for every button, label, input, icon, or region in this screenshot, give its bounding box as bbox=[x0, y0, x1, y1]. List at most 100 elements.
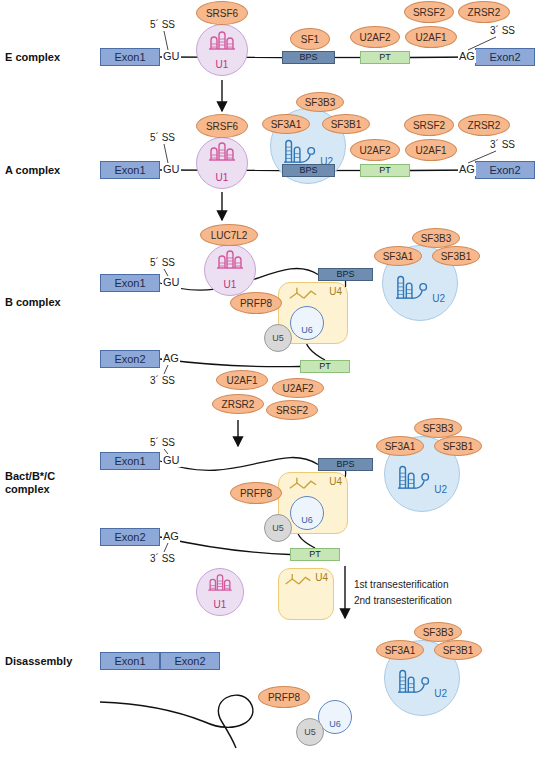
stage-label: A complex bbox=[5, 164, 60, 177]
node-text: Exon1 bbox=[114, 278, 145, 289]
node-text: Exon1 bbox=[114, 456, 145, 467]
polypyrimidine-tract-box: PT bbox=[360, 164, 410, 177]
node-text: Exon2 bbox=[114, 532, 145, 543]
node-text: U2AF2 bbox=[282, 383, 313, 394]
snrnp-circle: U6 bbox=[290, 306, 324, 340]
node-text: U2AF1 bbox=[226, 375, 257, 386]
node-text: SRSF6 bbox=[206, 8, 238, 19]
snrnp-circle: U6 bbox=[290, 496, 324, 530]
protein-oval: SRSF2 bbox=[404, 114, 454, 136]
branch-point-box: BPS bbox=[318, 268, 373, 281]
dinucleotide-label: GU bbox=[162, 163, 181, 176]
polypyrimidine-tract-box: PT bbox=[360, 51, 410, 64]
node-text: ZRSR2 bbox=[468, 7, 501, 18]
protein-oval: SRSF2 bbox=[404, 1, 454, 23]
protein-oval: U2AF2 bbox=[350, 26, 400, 48]
dinucleotide-label: GU bbox=[162, 454, 181, 467]
protein-oval: SF3B3 bbox=[296, 92, 344, 112]
protein-oval: SRSF6 bbox=[196, 1, 248, 25]
node-text: SRSF6 bbox=[206, 121, 238, 132]
exon-box: Exon2 bbox=[160, 652, 220, 670]
step-arrow bbox=[221, 192, 222, 220]
dinucleotide-label: AG bbox=[458, 163, 476, 176]
node-text: Exon1 bbox=[114, 165, 145, 176]
snrnp-circle: U5 bbox=[264, 324, 292, 352]
branch-point-box: BPS bbox=[282, 51, 335, 64]
node-text: SF1 bbox=[301, 34, 319, 45]
protein-oval: U2AF1 bbox=[405, 26, 457, 48]
snrnp-circle: U5 bbox=[264, 514, 292, 542]
node-text: BPS bbox=[299, 52, 317, 63]
protein-oval: SF3A1 bbox=[376, 640, 424, 660]
stage-label: E complex bbox=[5, 51, 60, 64]
node-text: BPS bbox=[336, 269, 354, 280]
protein-oval: PRFP8 bbox=[230, 292, 282, 314]
protein-oval: SRSF2 bbox=[266, 400, 318, 420]
node-text: PT bbox=[379, 165, 391, 176]
node-text: SF3B1 bbox=[443, 645, 474, 656]
splice-site-label: 3´ SS bbox=[150, 374, 175, 387]
node-text: SF3A1 bbox=[385, 645, 416, 656]
snrnp-circle: U1 bbox=[196, 568, 244, 616]
splice-site-label: 3´ SS bbox=[150, 552, 175, 565]
node-text: SF3B3 bbox=[421, 233, 452, 244]
step-label: 1st transesterification bbox=[354, 578, 449, 591]
protein-oval: PRFP8 bbox=[230, 482, 282, 504]
exon-box: Exon1 bbox=[100, 452, 160, 470]
exon-box: Exon1 bbox=[100, 161, 160, 179]
protein-oval: SF3A1 bbox=[374, 246, 422, 266]
step-arrow bbox=[237, 420, 238, 446]
splice-site-label: 3´ SS bbox=[490, 24, 515, 37]
node-text: U1 bbox=[214, 599, 227, 610]
protein-oval: U2AF2 bbox=[272, 378, 324, 398]
node-text: U4 bbox=[329, 286, 342, 297]
step-arrow bbox=[344, 566, 345, 618]
node-text: SRSF2 bbox=[413, 7, 445, 18]
intron-strand bbox=[335, 57, 360, 58]
node-text: SF3B1 bbox=[443, 441, 474, 452]
leader-line bbox=[164, 269, 168, 276]
exon-box: Exon2 bbox=[100, 528, 160, 546]
protein-oval: SF3B1 bbox=[434, 436, 482, 456]
stage-label: B complex bbox=[5, 296, 61, 309]
splice-site-label: 5´ SS bbox=[150, 256, 175, 269]
protein-oval: SF3B3 bbox=[414, 418, 462, 438]
node-text: U1 bbox=[216, 59, 229, 70]
node-text: U5 bbox=[272, 523, 284, 534]
node-text: Exon2 bbox=[489, 52, 520, 63]
protein-oval: SF3B1 bbox=[322, 114, 370, 134]
polypyrimidine-tract-box: PT bbox=[290, 548, 340, 561]
node-text: Exon2 bbox=[489, 165, 520, 176]
leader-line bbox=[164, 31, 168, 50]
node-text: U5 bbox=[304, 727, 316, 738]
exon-box: Exon2 bbox=[475, 161, 535, 179]
node-text: SRSF2 bbox=[276, 405, 308, 416]
node-text: Exon1 bbox=[114, 656, 145, 667]
node-text: SF3B3 bbox=[423, 627, 454, 638]
branch-point-box: BPS bbox=[318, 458, 373, 471]
node-text: Exon1 bbox=[114, 52, 145, 63]
dinucleotide-label: GU bbox=[162, 50, 181, 63]
protein-oval: ZRSR2 bbox=[212, 394, 264, 414]
node-text: SF3B1 bbox=[331, 119, 362, 130]
node-text: SF3B3 bbox=[305, 97, 336, 108]
protein-oval: SF3A1 bbox=[262, 114, 310, 134]
snrnp-circle: U1 bbox=[204, 244, 256, 296]
node-text: SF3A1 bbox=[271, 119, 302, 130]
node-text: U1 bbox=[224, 279, 237, 290]
node-text: ZRSR2 bbox=[468, 120, 501, 131]
node-text: U2 bbox=[432, 293, 445, 304]
protein-oval: SRSF6 bbox=[196, 114, 248, 138]
node-text: U5 bbox=[272, 333, 284, 344]
intron-strand bbox=[160, 359, 300, 367]
leader-line bbox=[164, 365, 168, 374]
splice-site-label: 5´ SS bbox=[150, 436, 175, 449]
leader-line bbox=[164, 543, 168, 552]
node-text: U6 bbox=[301, 325, 313, 336]
snrnp-circle: U5 bbox=[296, 718, 324, 746]
dinucleotide-label: AG bbox=[162, 352, 180, 365]
node-text: U6 bbox=[329, 719, 341, 730]
node-text: PT bbox=[379, 52, 391, 63]
protein-oval: PRFP8 bbox=[258, 686, 310, 708]
